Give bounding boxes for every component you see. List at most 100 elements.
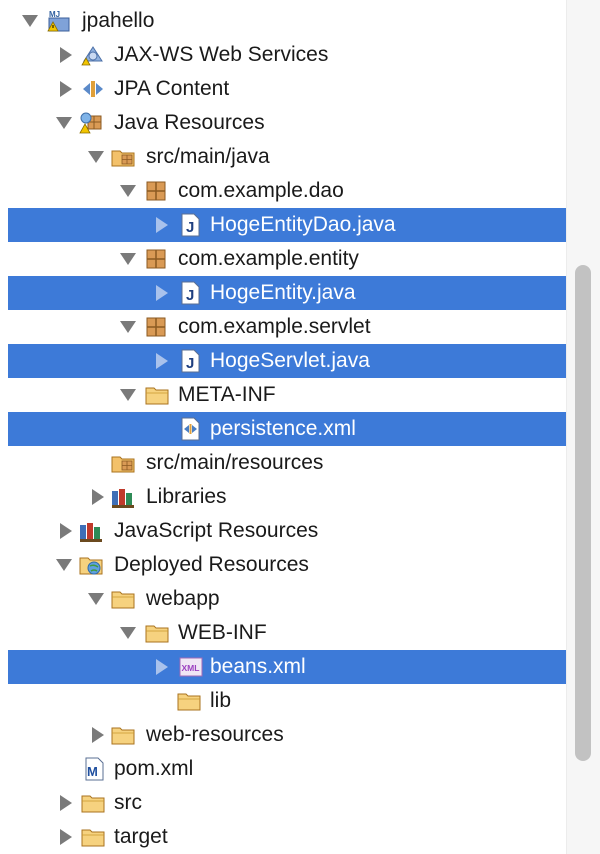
tree-item-javascript-resources[interactable]: JavaScript Resources bbox=[0, 514, 566, 548]
tree-item-libraries[interactable]: Libraries bbox=[0, 480, 566, 514]
package-icon bbox=[146, 249, 166, 269]
expand-toggle-icon[interactable] bbox=[152, 344, 172, 378]
expand-toggle-icon[interactable] bbox=[56, 514, 76, 548]
tree-item-src-main-java[interactable]: src/main/java bbox=[0, 140, 566, 174]
tree-item-label: JPA Content bbox=[114, 77, 230, 100]
tree-item-label: HogeEntity.java bbox=[210, 281, 356, 304]
expand-toggle-icon[interactable] bbox=[56, 786, 76, 820]
expand-toggle-icon[interactable] bbox=[20, 4, 40, 38]
tree-item-label: META-INF bbox=[178, 383, 276, 406]
java-resources-icon bbox=[79, 112, 102, 134]
tree-item-web-inf[interactable]: WEB-INF bbox=[0, 616, 566, 650]
expand-toggle-icon[interactable] bbox=[56, 72, 76, 106]
tree-item-jpa-content[interactable]: JPA Content bbox=[0, 72, 566, 106]
expand-toggle-icon[interactable] bbox=[118, 310, 138, 344]
folder-icon bbox=[111, 727, 135, 745]
tree-item-label: jpahello bbox=[82, 9, 155, 32]
folder-icon bbox=[177, 693, 201, 711]
tree-item-hogeentity-java[interactable]: J HogeEntity.java bbox=[8, 276, 566, 310]
tree-item-src-main-resources[interactable]: src/main/resources bbox=[0, 446, 566, 480]
tree-item-label: beans.xml bbox=[210, 655, 306, 678]
tree-item-label: HogeServlet.java bbox=[210, 349, 370, 372]
expand-toggle-icon[interactable] bbox=[54, 548, 74, 582]
java-file-icon: J bbox=[181, 349, 200, 373]
svg-text:M: M bbox=[87, 764, 98, 779]
java-file-icon: J bbox=[181, 213, 200, 237]
tree-item-label: pom.xml bbox=[114, 757, 194, 780]
tree-item-jaxws[interactable]: JAX-WS Web Services bbox=[0, 38, 566, 72]
tree-item-hogeentitydao-java[interactable]: J HogeEntityDao.java bbox=[8, 208, 566, 242]
expand-toggle-icon[interactable] bbox=[118, 616, 138, 650]
tree-item-label: HogeEntityDao.java bbox=[210, 213, 396, 236]
tree-item-label: lib bbox=[210, 689, 232, 712]
tree-item-beans-xml[interactable]: XML beans.xml bbox=[8, 650, 566, 684]
package-icon bbox=[146, 181, 166, 201]
deployed-resources-icon bbox=[79, 557, 103, 575]
svg-text:J: J bbox=[186, 219, 194, 236]
expand-toggle-icon[interactable] bbox=[152, 208, 172, 242]
tree-item-package-entity[interactable]: com.example.entity bbox=[0, 242, 566, 276]
expand-toggle-icon[interactable] bbox=[118, 242, 138, 276]
maven-project-icon: MJ bbox=[47, 10, 70, 32]
expand-toggle-icon[interactable] bbox=[88, 480, 108, 514]
expand-toggle-icon[interactable] bbox=[56, 820, 76, 854]
tree-item-label: Deployed Resources bbox=[114, 553, 309, 576]
tree-item-label: com.example.servlet bbox=[178, 315, 371, 338]
scrollbar-thumb[interactable] bbox=[575, 265, 591, 761]
tree-item-pom-xml[interactable]: M pom.xml bbox=[0, 752, 566, 786]
tree-item-label: persistence.xml bbox=[210, 417, 356, 440]
maven-pom-icon: M bbox=[85, 757, 104, 781]
tree-item-persistence-xml[interactable]: persistence.xml bbox=[8, 412, 566, 446]
svg-text:J: J bbox=[186, 355, 194, 372]
project-explorer-tree: MJ jpahello JAX-WS Web Services JPA Cont… bbox=[0, 4, 566, 854]
tree-item-label: com.example.dao bbox=[178, 179, 344, 202]
tree-item-web-resources[interactable]: web-resources bbox=[0, 718, 566, 752]
jpa-icon bbox=[83, 81, 103, 97]
tree-item-package-dao[interactable]: com.example.dao bbox=[0, 174, 566, 208]
tree-item-label: src/main/java bbox=[146, 145, 270, 168]
folder-icon bbox=[81, 795, 105, 813]
source-folder-icon bbox=[111, 150, 135, 167]
xml-file-icon bbox=[181, 417, 200, 441]
tree-item-label: Java Resources bbox=[114, 111, 265, 134]
svg-text:XML: XML bbox=[182, 663, 200, 673]
expand-toggle-icon[interactable] bbox=[88, 718, 108, 752]
tree-item-label: target bbox=[114, 825, 168, 848]
expand-toggle-icon[interactable] bbox=[118, 378, 138, 412]
tree-item-java-resources[interactable]: Java Resources bbox=[0, 106, 566, 140]
expand-toggle-icon[interactable] bbox=[54, 106, 74, 140]
expand-toggle-icon[interactable] bbox=[86, 582, 106, 616]
tree-item-label: com.example.entity bbox=[178, 247, 359, 270]
java-file-icon: J bbox=[181, 281, 200, 305]
folder-icon bbox=[81, 829, 105, 847]
tree-item-package-servlet[interactable]: com.example.servlet bbox=[0, 310, 566, 344]
tree-item-src[interactable]: src bbox=[0, 786, 566, 820]
folder-icon bbox=[145, 387, 169, 405]
tree-item-hogeservlet-java[interactable]: J HogeServlet.java bbox=[8, 344, 566, 378]
tree-item-target[interactable]: target bbox=[0, 820, 566, 854]
expand-toggle-icon[interactable] bbox=[56, 38, 76, 72]
package-icon bbox=[146, 317, 166, 337]
webservice-icon bbox=[81, 46, 103, 66]
tree-item-lib[interactable]: lib bbox=[0, 684, 566, 718]
svg-text:J: J bbox=[186, 287, 194, 304]
tree-item-label: src/main/resources bbox=[146, 451, 324, 474]
expand-toggle-icon[interactable] bbox=[152, 276, 172, 310]
tree-item-webapp[interactable]: webapp bbox=[0, 582, 566, 616]
xml-file-icon: XML bbox=[179, 657, 203, 677]
tree-item-label: WEB-INF bbox=[178, 621, 267, 644]
source-folder-icon bbox=[111, 456, 135, 473]
expand-toggle-icon[interactable] bbox=[86, 140, 106, 174]
tree-item-jpahello[interactable]: MJ jpahello bbox=[0, 4, 566, 38]
js-resources-icon bbox=[80, 523, 102, 542]
folder-icon bbox=[111, 591, 135, 609]
tree-item-meta-inf[interactable]: META-INF bbox=[0, 378, 566, 412]
tree-item-deployed-resources[interactable]: Deployed Resources bbox=[0, 548, 566, 582]
tree-item-label: webapp bbox=[146, 587, 220, 610]
expand-toggle-icon[interactable] bbox=[118, 174, 138, 208]
library-icon bbox=[112, 489, 134, 508]
svg-text:MJ: MJ bbox=[49, 10, 60, 19]
tree-item-label: JavaScript Resources bbox=[114, 519, 319, 542]
tree-item-label: JAX-WS Web Services bbox=[114, 43, 329, 66]
expand-toggle-icon[interactable] bbox=[152, 650, 172, 684]
